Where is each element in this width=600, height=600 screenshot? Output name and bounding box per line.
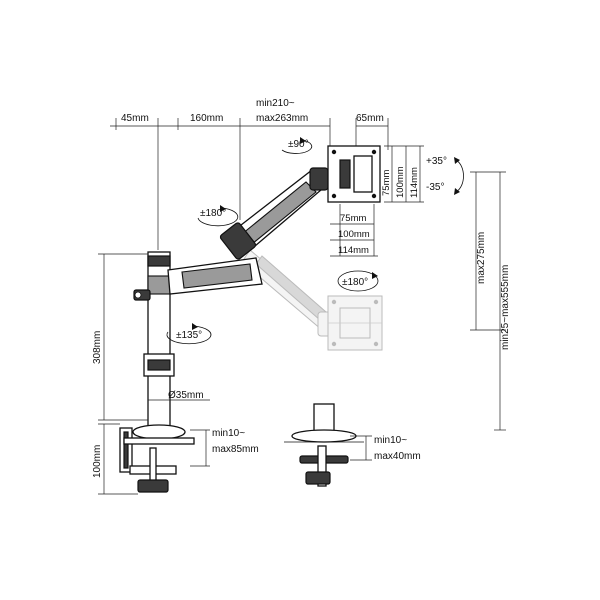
pole: [143, 251, 175, 431]
screen-rotation-label: ±180°: [342, 277, 368, 288]
clamp-height-label: 100mm: [92, 445, 103, 478]
pole-diameter-label: Ø35mm: [168, 390, 204, 401]
vesa-plate: [327, 145, 381, 203]
grommet-range-dimension: [350, 435, 372, 461]
vesa-h75-label: 75mm: [340, 213, 366, 224]
upper-arm-min-label: min210~: [256, 98, 295, 109]
vesa-offset-label: 65mm: [356, 113, 384, 124]
clamp-min-label: min10~: [212, 428, 245, 439]
clamp-offset-label: 45mm: [121, 113, 149, 124]
top-dimensions: [110, 118, 389, 250]
tilt-up-label: +35°: [426, 156, 447, 167]
vesa-v100-label: 100mm: [395, 166, 406, 198]
vesa-h114-label: 114mm: [338, 245, 369, 256]
lower-arm: [133, 257, 263, 301]
clamp-max-label: max85mm: [212, 444, 259, 455]
vesa-v75-label: 75mm: [381, 170, 392, 196]
pole-height-dimension: [98, 253, 148, 421]
tilt-arrow-icon: [454, 157, 464, 195]
vesa-vertical-dimensions: [384, 145, 424, 203]
grommet-min-label: min10~: [374, 435, 407, 446]
clamp-range-dimension: [190, 429, 210, 467]
rotation-arrow-icon: [197, 205, 239, 227]
tilt-rotation-label: ±90°: [288, 139, 309, 150]
upper-arm-max-label: max263mm: [256, 113, 308, 124]
height-range-label: min25~max555mm: [500, 265, 511, 350]
clamp-height-dimension: [98, 423, 138, 495]
lower-arm-length-label: 160mm: [190, 113, 223, 124]
ghost-vesa-plate: [327, 295, 383, 351]
max-height-label: max275mm: [476, 232, 487, 284]
height-dimensions: [470, 171, 506, 431]
rotation-arrow-icon: [337, 270, 379, 292]
pole-rotation-label: ±135°: [176, 330, 202, 341]
rotation-arrow-icon: [281, 137, 313, 154]
vesa-h100-label: 100mm: [338, 229, 370, 240]
clamp-base: [119, 424, 195, 493]
grommet-max-label: max40mm: [374, 451, 421, 462]
rotation-arrow-icon: [166, 323, 212, 345]
vesa-horizontal-dimensions: [330, 204, 378, 257]
grommet-base: [284, 403, 364, 487]
upper-arm: [219, 167, 329, 260]
arm-rotation-label: ±180°: [200, 208, 226, 219]
pole-height-label: 308mm: [92, 331, 103, 364]
vesa-v114-label: 114mm: [409, 167, 420, 198]
tilt-down-label: -35°: [426, 182, 444, 193]
